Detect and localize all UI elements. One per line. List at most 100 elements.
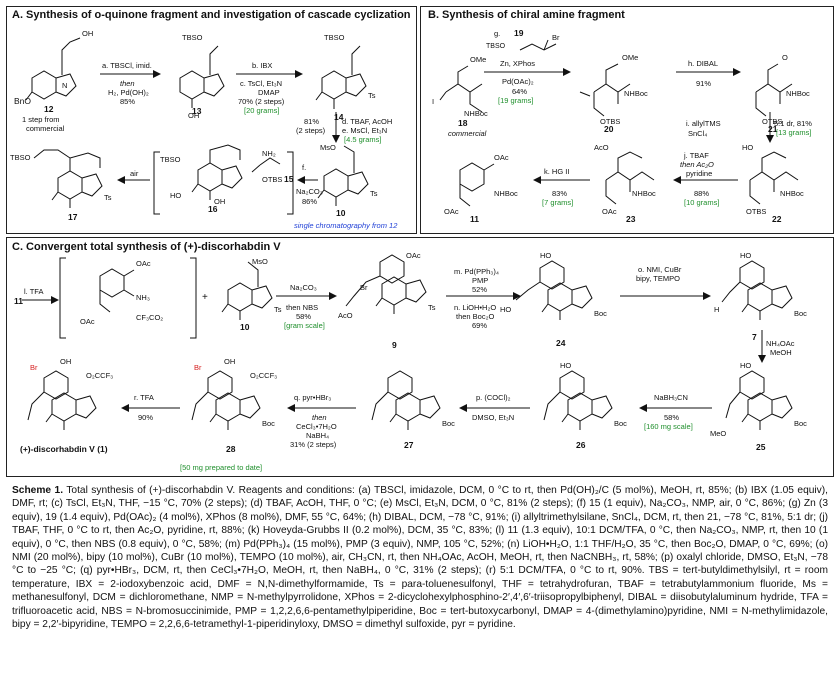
label-24: 24 <box>556 338 566 348</box>
label-13-tbso: TBSO <box>182 33 203 42</box>
label-25-meo: MeO <box>710 429 726 438</box>
step-j-then: then Ac₂O <box>680 160 714 169</box>
label-22-ho: HO <box>742 143 753 152</box>
label-18-ome: OMe <box>470 55 486 64</box>
label-16-tbso: TBSO <box>160 155 181 164</box>
step-j-scale: [10 grams] <box>684 198 719 207</box>
step-nabh3cn-yield: 58% <box>664 413 679 422</box>
label-c-10: 10 <box>240 322 250 332</box>
step-p-reag: DMSO, Et₃N <box>472 413 514 422</box>
step-j-reag: pyridine <box>686 169 712 178</box>
step-i-scale: [13 grams] <box>776 128 811 137</box>
label-12-bno: BnO <box>14 96 31 106</box>
step-l-scale: [gram scale] <box>284 321 325 330</box>
label-19-br: Br <box>552 33 560 42</box>
label-14-ts: Ts <box>368 91 376 100</box>
label-9-oac: OAc <box>406 251 421 260</box>
step-c: c. TsCl, Et₃N <box>240 79 282 88</box>
structure-10-c <box>221 261 273 320</box>
panel-c-title: C. Convergent total synthesis of (+)-dis… <box>12 241 281 253</box>
step-g-yield: 64% <box>512 87 527 96</box>
step-de-scale: [4.5 grams] <box>344 135 382 144</box>
scheme-drawing: 12 BnO 1 step from commercial N OH a. TB… <box>10 28 812 472</box>
structure-24 <box>515 260 593 320</box>
step-e: e. MsCl, Et₃N <box>342 126 387 135</box>
step-o-reag: bipy, TEMPO <box>636 274 680 283</box>
label-10-ts: Ts <box>370 189 378 198</box>
label-16-ho: HO <box>170 191 181 200</box>
step-f-reag: Na₂CO₃ <box>296 187 323 196</box>
step-l-na2co3: Na₂CO₃ <box>290 283 317 292</box>
label-18-i: I <box>432 97 434 106</box>
label-19: 19 <box>514 28 524 38</box>
label-21: 21 <box>768 124 778 134</box>
structure-10 <box>317 145 369 206</box>
structure-16 <box>191 144 243 200</box>
panel-a-frame <box>6 6 417 234</box>
step-g-scale: [19 grams] <box>498 96 533 105</box>
step-m-yield: 52% <box>472 285 487 294</box>
step-meoh: MeOH <box>770 348 792 357</box>
panel-b-frame <box>420 6 834 234</box>
label-7: 7 <box>752 332 757 342</box>
label-11-oac-top: OAc <box>494 153 509 162</box>
label-28-br: Br <box>194 363 202 372</box>
label-14-tbso: TBSO <box>324 33 345 42</box>
structure-26 <box>543 370 613 430</box>
step-air: air <box>130 169 139 178</box>
label-27: 27 <box>404 440 414 450</box>
label-17-tbso: TBSO <box>10 153 31 162</box>
step-k-scale: [7 grams] <box>542 198 573 207</box>
label-25: 25 <box>756 442 766 452</box>
label-c-11: 11 <box>14 296 23 306</box>
step-i-yield: 5:1 dr, 81% <box>774 119 812 128</box>
panel-b-title: B. Synthesis of chiral amine fragment <box>428 9 625 21</box>
structure-17 <box>33 149 103 208</box>
label-1-br: Br <box>30 363 38 372</box>
step-h-yield: 91% <box>696 79 711 88</box>
step-m-reag: PMP <box>472 276 488 285</box>
label-26-ho: HO <box>560 361 571 370</box>
step-n-then: then Boc₂O <box>456 312 495 321</box>
label-salt-oac2: OAc <box>80 317 95 326</box>
step-q-reag2: NaBH₄ <box>306 431 329 440</box>
structure-23 <box>605 151 655 205</box>
step-b: b. IBX <box>252 61 272 70</box>
structure-21 <box>755 63 793 117</box>
step-k-yield: 83% <box>552 189 567 198</box>
step-bc-yield: 70% (2 steps) <box>238 97 285 106</box>
label-18-note: commercial <box>448 129 487 138</box>
label-15: 15 <box>284 174 294 184</box>
label-27-boc: Boc <box>442 419 455 428</box>
label-salt-nh3: NH₃ <box>136 293 150 302</box>
label-25-boc: Boc <box>794 419 807 428</box>
label-10: 10 <box>336 208 346 218</box>
structure-13 <box>179 45 225 108</box>
label-22-otbs: OTBS <box>746 207 766 216</box>
label-23-nhboc: NHBoc <box>632 189 656 198</box>
label-24-ho2: HO <box>500 305 511 314</box>
structure-27 <box>371 370 441 430</box>
label-17: 17 <box>68 212 78 222</box>
label-18-nhboc: NHBoc <box>464 109 488 118</box>
step-l-nbs: then NBS <box>286 303 318 312</box>
label-26-boc: Boc <box>614 419 627 428</box>
label-9-ts: Ts <box>428 303 436 312</box>
structure-11 <box>459 162 495 207</box>
label-11: 11 <box>470 214 479 224</box>
label-12-oh: OH <box>82 29 93 38</box>
label-28: 28 <box>226 444 236 454</box>
structure-15 <box>251 157 281 173</box>
label-19-tbso: TBSO <box>486 43 506 50</box>
label-21-otbs: OTBS <box>762 117 782 126</box>
step-a-yield: 85% <box>120 97 135 106</box>
step-m: m. Pd(PPh₃)₄ <box>454 267 499 276</box>
step-h: h. DIBAL <box>688 59 718 68</box>
scheme-caption: Scheme 1. Total synthesis of (+)-discorh… <box>12 484 828 631</box>
label-23-aco: AcO <box>594 143 609 152</box>
label-12-note2: commercial <box>26 124 65 133</box>
label-18: 18 <box>458 118 468 128</box>
panel-c-frame <box>6 237 834 477</box>
step-o: o. NMI, CuBr <box>638 265 682 274</box>
structure-amine-salt <box>99 268 135 313</box>
